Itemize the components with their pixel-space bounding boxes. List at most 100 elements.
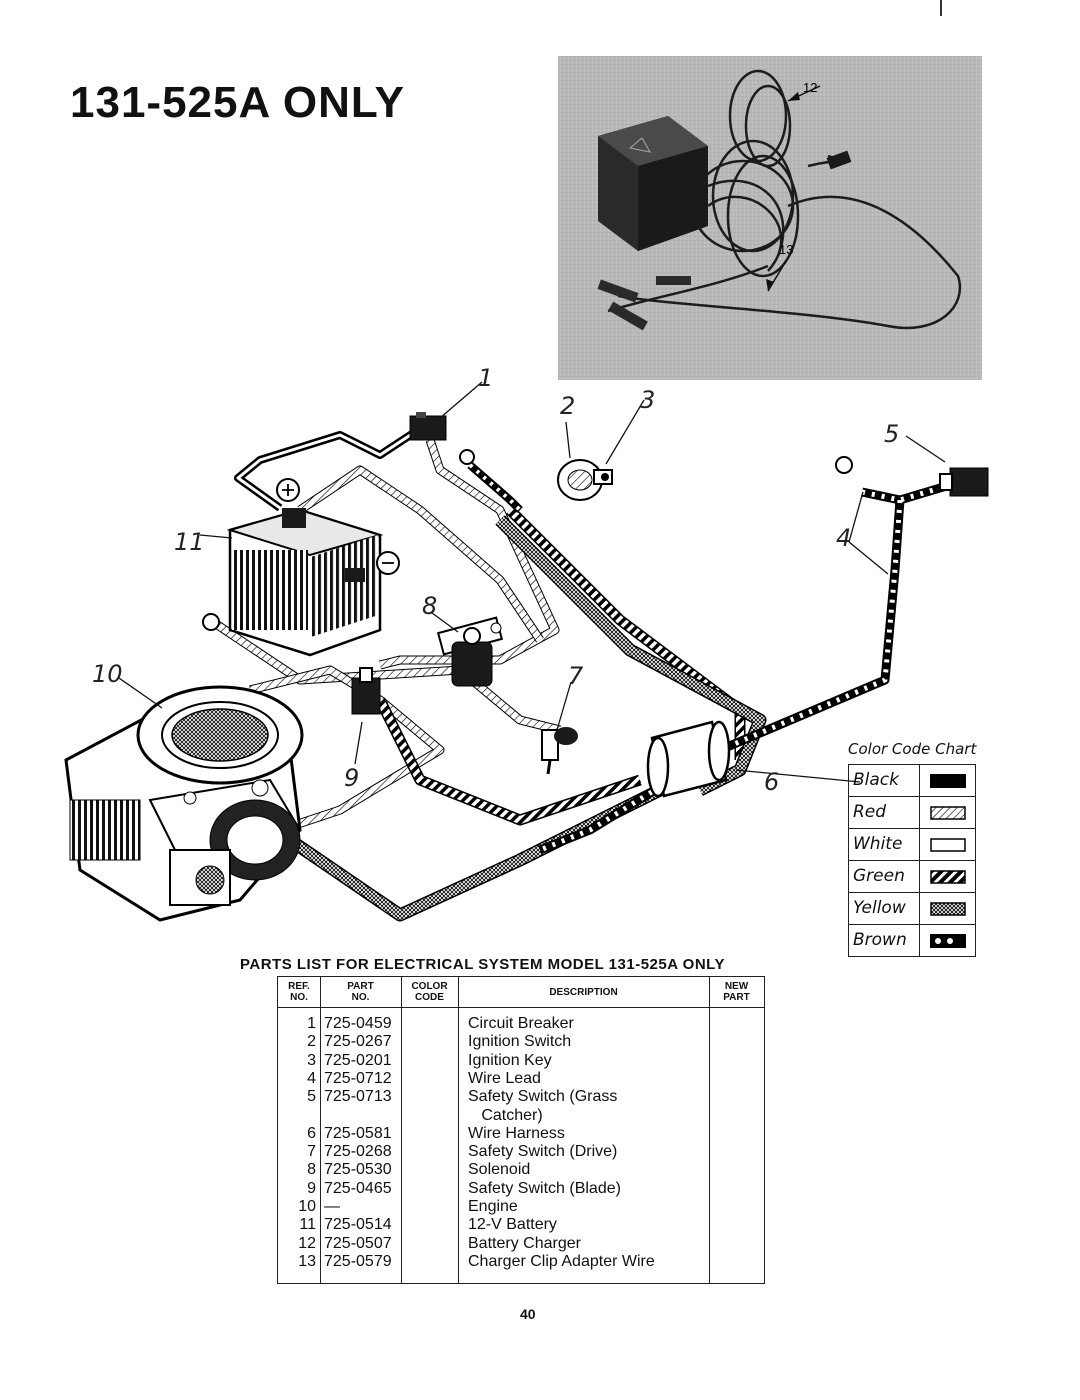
legend-row-red: Red	[849, 796, 975, 828]
description-cell: 12-V Battery	[468, 1216, 557, 1234]
table-row: 5 725-0713 Safety Switch (Grass	[278, 1088, 764, 1106]
column-divider	[458, 977, 459, 1283]
yellow-swatch	[920, 893, 975, 924]
callout-5: 5	[884, 420, 900, 448]
color-code-title: Color Code Chart	[848, 740, 977, 758]
legend-label: Yellow	[849, 893, 920, 924]
battery	[226, 478, 400, 657]
table-row: 10—Engine	[278, 1198, 764, 1216]
callout-7: 7	[568, 662, 584, 690]
wiring-diagram	[64, 381, 989, 922]
part-no-cell: 725-0267	[324, 1033, 392, 1051]
ref-cell: 6	[307, 1124, 316, 1142]
part-no-cell: 725-0459	[324, 1015, 392, 1032]
black-swatch	[920, 765, 975, 796]
callout-10: 10	[92, 660, 123, 688]
header-ref: REF.NO.	[288, 981, 310, 1003]
part-no-cell: —	[324, 1198, 340, 1215]
description-cell: Catcher)	[468, 1106, 543, 1124]
grass-catcher-switch	[939, 467, 989, 497]
legend-label: White	[849, 829, 920, 860]
harness-connector	[646, 720, 731, 798]
ref-cell: 4	[307, 1069, 316, 1087]
callout-11: 11	[174, 528, 205, 556]
table-row: 9 725-0465 Safety Switch (Blade)	[278, 1180, 764, 1198]
part-no-cell: 725-0201	[324, 1051, 392, 1069]
ref-cell: 11	[299, 1216, 316, 1234]
legend-label: Black	[849, 765, 920, 796]
description-cell: Ignition Switch	[468, 1033, 572, 1051]
blade-switch	[351, 667, 381, 715]
drive-switch	[541, 727, 578, 775]
callout-1: 1	[478, 364, 494, 392]
part-no-cell: 725-0712	[324, 1069, 392, 1087]
part-no-cell: 725-0465	[324, 1179, 392, 1197]
legend-label: Green	[849, 861, 920, 892]
parts-list-title: PARTS LIST FOR ELECTRICAL SYSTEM MODEL 1…	[240, 956, 725, 973]
description-cell: Wire Harness	[468, 1124, 565, 1142]
part-no-cell: 725-0514	[324, 1216, 392, 1234]
ref-cell: 3	[307, 1051, 316, 1069]
ref-cell: 7	[307, 1143, 316, 1161]
description-cell: Wire Lead	[468, 1069, 541, 1087]
red-swatch	[920, 797, 975, 828]
callout-6: 6	[764, 768, 780, 796]
description-cell: Battery Charger	[468, 1234, 581, 1252]
ref-cell: 2	[307, 1033, 316, 1051]
ref-cell: 9	[307, 1179, 316, 1197]
table-row: 11 725-0514 12-V Battery	[278, 1216, 764, 1234]
part-no-cell: 725-0530	[324, 1161, 392, 1179]
callout-9: 9	[344, 764, 360, 792]
legend-row-yellow: Yellow	[849, 892, 975, 924]
callout-3: 3	[640, 386, 656, 414]
color-code-table: Black Red White Green Yellow Brown	[848, 764, 976, 957]
legend-label: Brown	[849, 925, 920, 956]
table-row: 13 725-0579 Charger Clip Adapter Wire	[278, 1253, 764, 1271]
page-number: 40	[520, 1306, 536, 1322]
description-cell: Ignition Key	[468, 1051, 552, 1069]
header-description: DESCRIPTION	[549, 987, 618, 998]
callout-4: 4	[836, 524, 852, 552]
part-no-cell: 725-0268	[324, 1143, 392, 1161]
engine	[64, 685, 304, 922]
legend-row-green: Green	[849, 860, 975, 892]
ref-cell: 12	[298, 1234, 316, 1252]
ref-cell: 1	[307, 1015, 316, 1032]
table-row: 3 725-0201 Ignition Key	[278, 1052, 764, 1070]
page-title: 131-525A ONLY	[70, 78, 406, 127]
description-cell: Safety Switch (Blade)	[468, 1179, 621, 1197]
legend-label: Red	[849, 797, 920, 828]
description-cell: Safety Switch (Grass	[468, 1088, 618, 1106]
column-divider	[709, 977, 710, 1283]
part-no-cell: 725-0713	[324, 1088, 392, 1106]
column-divider	[320, 977, 321, 1283]
margin-tick	[940, 0, 942, 16]
ref-cell: 13	[298, 1252, 316, 1270]
ref-cell: 5	[307, 1088, 316, 1106]
part-no-cell: 725-0579	[324, 1252, 392, 1270]
description-cell: Charger Clip Adapter Wire	[468, 1252, 655, 1270]
column-divider	[401, 977, 402, 1283]
circuit-breaker	[409, 412, 447, 441]
green-swatch	[920, 861, 975, 892]
color-code-chart: Color Code Chart Black Red White Green Y…	[848, 740, 976, 957]
table-row: 6 725-0581 Wire Harness	[278, 1125, 764, 1143]
legend-row-white: White	[849, 828, 975, 860]
legend-row-brown: Brown	[849, 924, 975, 956]
table-row: 2 725-0267 Ignition Switch	[278, 1033, 764, 1051]
legend-row-black: Black	[849, 765, 975, 796]
part-no-cell: 725-0581	[324, 1124, 392, 1142]
solenoid	[436, 616, 504, 687]
callout-12: 12	[803, 80, 818, 95]
battery-charger-photo	[558, 56, 982, 380]
description-cell: Engine	[468, 1198, 518, 1215]
callout-8: 8	[422, 592, 438, 620]
ignition-switch	[557, 459, 613, 501]
